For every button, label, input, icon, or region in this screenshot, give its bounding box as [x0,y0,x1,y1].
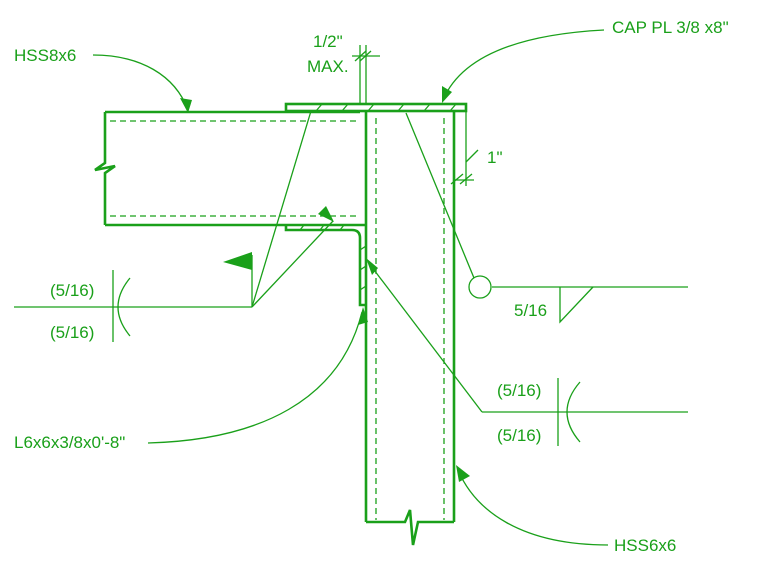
weld-symbol-right-upper [405,112,688,324]
angle-leader [147,307,368,444]
cap-plate-label: CAP PL 3/8 x8" [612,18,729,37]
beam-leader [92,54,192,113]
cap-plate [284,102,468,113]
gap-max-label: MAX. [307,57,349,76]
beam-label: HSS8x6 [14,46,76,65]
gap-value-label: 1/2" [313,32,343,51]
weld-all-around-circle-icon [468,275,492,299]
weld-symbol-left [14,110,334,342]
gap-dimension [352,45,380,104]
weld-symbol-right-lower [366,258,688,446]
weld-right-upper: 5/16 [514,301,547,320]
cap-plate-leader [442,29,605,103]
weld-all-around-icon [117,277,131,337]
angle-l6x6 [284,224,367,307]
weld-right-lower-bottom: (5/16) [497,426,541,445]
one-inch-label: 1" [487,148,503,167]
column-label: HSS6x6 [614,536,676,555]
weld-right-lower-top: (5/16) [497,381,541,400]
column-hss6x6 [364,110,456,546]
angle-label: L6x6x3/8x0'-8" [14,433,125,452]
weld-all-around-icon-lower [566,381,581,443]
weld-left-bottom: (5/16) [50,323,94,342]
column-leader [456,465,609,546]
one-inch-dimension [450,111,479,186]
field-weld-flag-icon [223,252,252,270]
weld-left-top: (5/16) [50,281,94,300]
